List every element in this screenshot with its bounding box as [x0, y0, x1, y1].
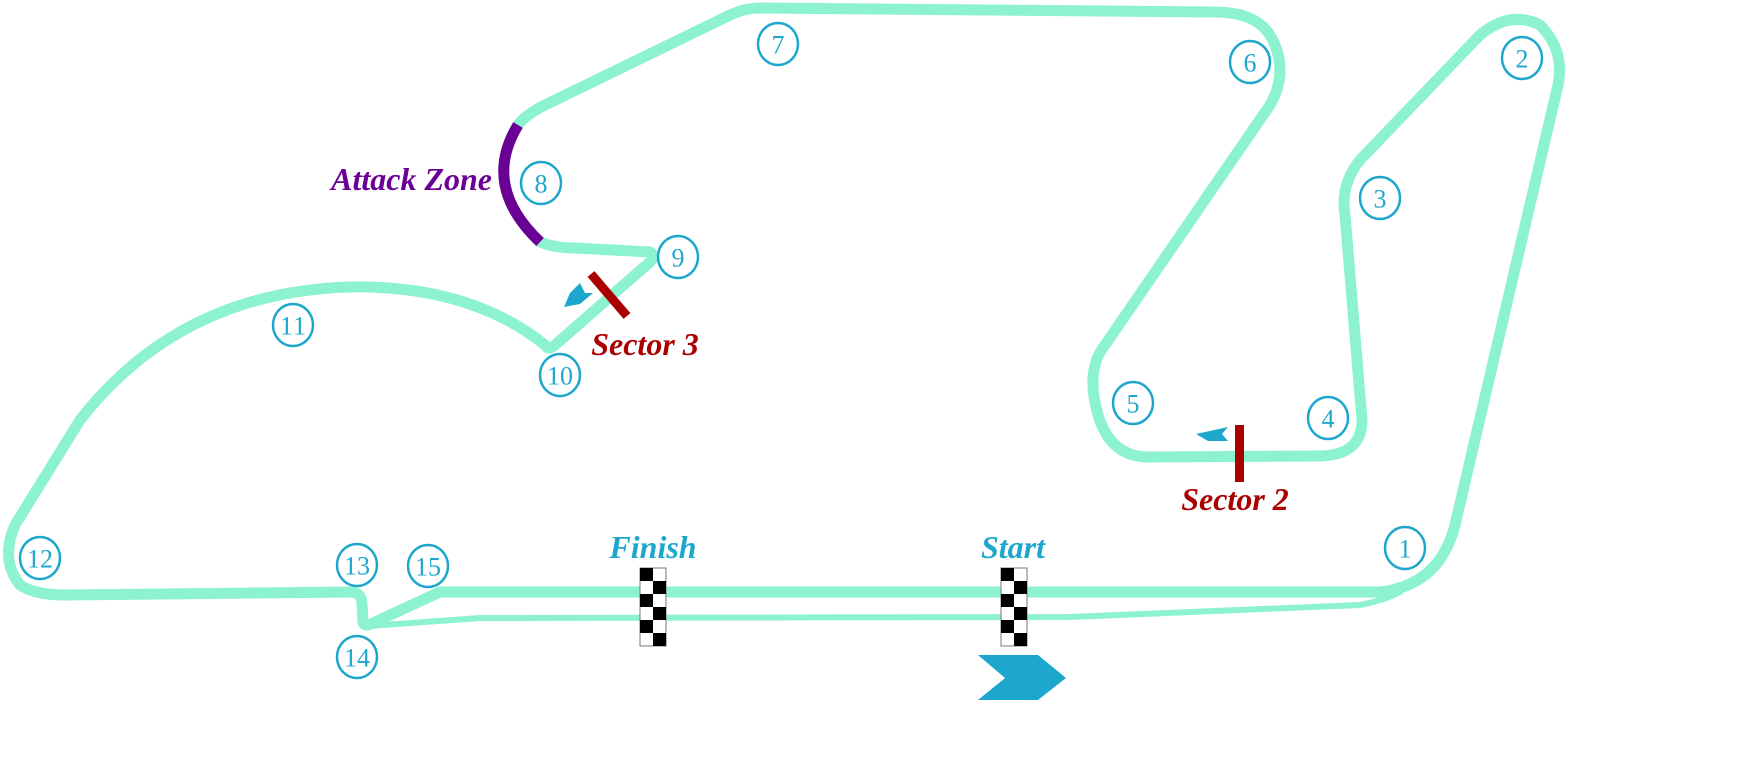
finish-flag-icon — [639, 567, 667, 647]
attack-zone-label: Attack Zone — [329, 161, 492, 197]
turn-circle — [538, 352, 582, 398]
turn-circle — [18, 535, 62, 581]
turn-number: 5 — [1127, 390, 1140, 419]
turn-circle — [1500, 35, 1544, 81]
turn-marker-5: 5 — [1111, 380, 1155, 426]
finish-label: Finish — [608, 529, 696, 565]
direction-arrow-icon — [1196, 427, 1228, 441]
turn-circle — [335, 542, 379, 588]
sector-2-marker — [1235, 425, 1244, 482]
turn-marker-2: 2 — [1500, 35, 1544, 81]
turn-marker-11: 11 — [271, 302, 315, 348]
turn-marker-1: 1 — [1383, 525, 1427, 571]
turn-number: 9 — [672, 244, 685, 273]
turn-marker-13: 13 — [335, 542, 379, 588]
turn-circle — [756, 21, 800, 67]
turn-number: 12 — [27, 545, 53, 574]
track-outline — [3, 2, 1566, 631]
turn-number: 3 — [1374, 185, 1387, 214]
turn-number: 7 — [772, 31, 785, 60]
sector-3-marker — [587, 271, 631, 319]
turn-marker-4: 4 — [1306, 395, 1350, 441]
turn-marker-3: 3 — [1358, 175, 1402, 221]
turn-number: 14 — [344, 644, 370, 673]
turn-number: 8 — [535, 170, 548, 199]
turn-marker-10: 10 — [538, 352, 582, 398]
turn-number: 6 — [1244, 49, 1257, 78]
attack-zone-segment — [498, 122, 544, 246]
turn-marker-14: 14 — [335, 634, 379, 680]
sector-3-label: Sector 3 — [591, 326, 699, 362]
turn-marker-9: 9 — [656, 234, 700, 280]
turn-number: 1 — [1399, 535, 1412, 564]
race-direction-chevron-icon — [978, 655, 1066, 700]
turn-number: 15 — [415, 553, 441, 582]
turn-circle — [1228, 39, 1272, 85]
turn-circle — [656, 234, 700, 280]
sector-2-label: Sector 2 — [1181, 481, 1289, 517]
turn-circle — [406, 543, 450, 589]
turn-marker-12: 12 — [18, 535, 62, 581]
turn-marker-8: 8 — [519, 160, 563, 206]
turn-circle — [271, 302, 315, 348]
turn-marker-6: 6 — [1228, 39, 1272, 85]
start-label: Start — [981, 529, 1046, 565]
turn-circle — [1383, 525, 1427, 571]
turn-number: 4 — [1322, 405, 1335, 434]
turn-circle — [1111, 380, 1155, 426]
turn-number: 13 — [344, 552, 370, 581]
turn-circle — [1358, 175, 1402, 221]
turn-marker-15: 15 — [406, 543, 450, 589]
direction-arrow-icon — [564, 283, 593, 307]
turn-circle — [1306, 395, 1350, 441]
turn-number: 10 — [547, 362, 573, 391]
turn-circle — [519, 160, 563, 206]
start-flag-icon — [1000, 567, 1028, 647]
turn-marker-7: 7 — [756, 21, 800, 67]
turn-number: 11 — [280, 312, 306, 341]
turn-number: 2 — [1516, 45, 1529, 74]
turn-circle — [335, 634, 379, 680]
